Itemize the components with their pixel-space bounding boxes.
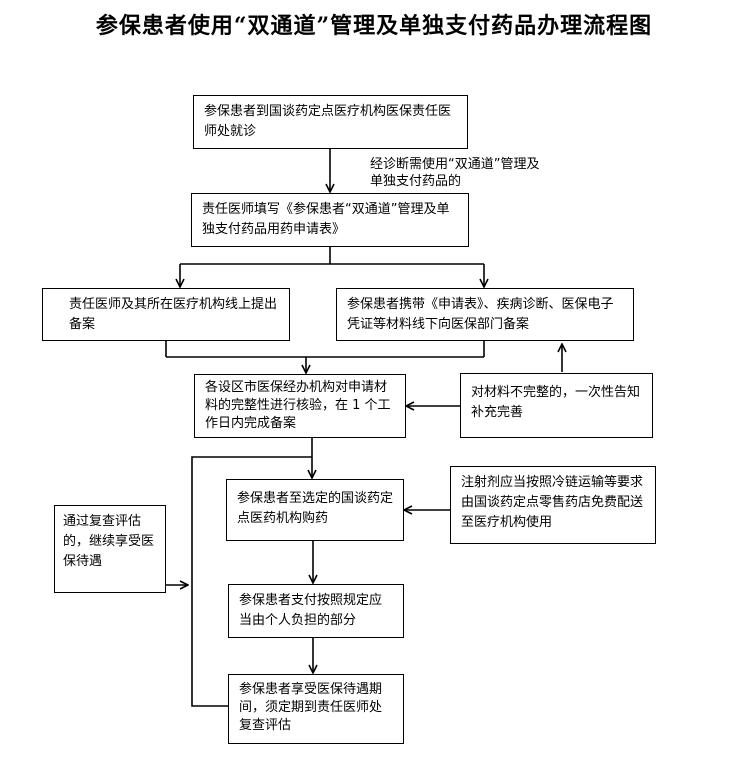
visit-text: 参保患者到国谈药定点医疗机构医保责任医师处就诊 [204, 104, 452, 139]
pay-text: 参保患者支付按照规定应当由个人负担的部分 [239, 593, 383, 628]
purchase-text: 参保患者至选定的国谈药定点医药机构购药 [237, 491, 394, 526]
online-filing-box: 责任医师及其所在医疗机构线上提出备案 [42, 288, 290, 341]
pay-box: 参保患者支付按照规定应当由个人负担的部分 [228, 584, 404, 638]
purchase-box: 参保患者至选定的国谈药定点医药机构购药 [226, 479, 404, 541]
offline-filing-text: 参保患者携带《申请表》、疾病诊断、医保电子凭证等材料线下向医保部门备案 [347, 297, 614, 332]
offline-filing-box: 参保患者携带《申请表》、疾病诊断、医保电子凭证等材料线下向医保部门备案 [336, 288, 634, 341]
enjoy-text: 参保患者享受医保待遇期间，须定期到责任医师处复查评估 [239, 682, 383, 733]
incomplete-box: 对材料不完整的，一次性告知补充完善 [460, 373, 653, 438]
cold-chain-text: 注射剂应当按照冷链运输等要求由国谈药定点零售药店免费配送至医疗机构使用 [461, 475, 644, 530]
page-title: 参保患者使用“双通道”管理及单独支付药品办理流程图 [95, 13, 653, 39]
reassess-box: 通过复查评估的，继续享受医保待遇 [54, 505, 166, 593]
verify-box: 各设区市医保经办机构对申请材料的完整性进行核验，在 1 个工作日内完成备案 [194, 374, 406, 438]
visit-box: 参保患者到国谈药定点医疗机构医保责任医师处就诊 [193, 95, 468, 149]
verify-text: 各设区市医保经办机构对申请材料的完整性进行核验，在 1 个工作日内完成备案 [205, 380, 391, 431]
loop-back-connector [191, 456, 312, 707]
enjoy-box: 参保患者享受医保待遇期间，须定期到责任医师处复查评估 [228, 674, 404, 744]
online-filing-text: 责任医师及其所在医疗机构线上提出备案 [69, 297, 278, 332]
reassess-text: 通过复查评估的，继续享受医保待遇 [63, 514, 155, 569]
cold-chain-box: 注射剂应当按照冷链运输等要求由国谈药定点零售药店免费配送至医疗机构使用 [450, 466, 656, 544]
incomplete-text: 对材料不完整的，一次性告知补充完善 [471, 385, 641, 420]
fill-form-box: 责任医师填写《参保患者“双通道”管理及单独支付药品用药申请表》 [191, 193, 469, 247]
fill-form-text: 责任医师填写《参保患者“双通道”管理及单独支付药品用药申请表》 [202, 202, 450, 237]
diagnosis-note: 经诊断需使用“双通道”管理及单独支付药品的 [370, 157, 540, 189]
